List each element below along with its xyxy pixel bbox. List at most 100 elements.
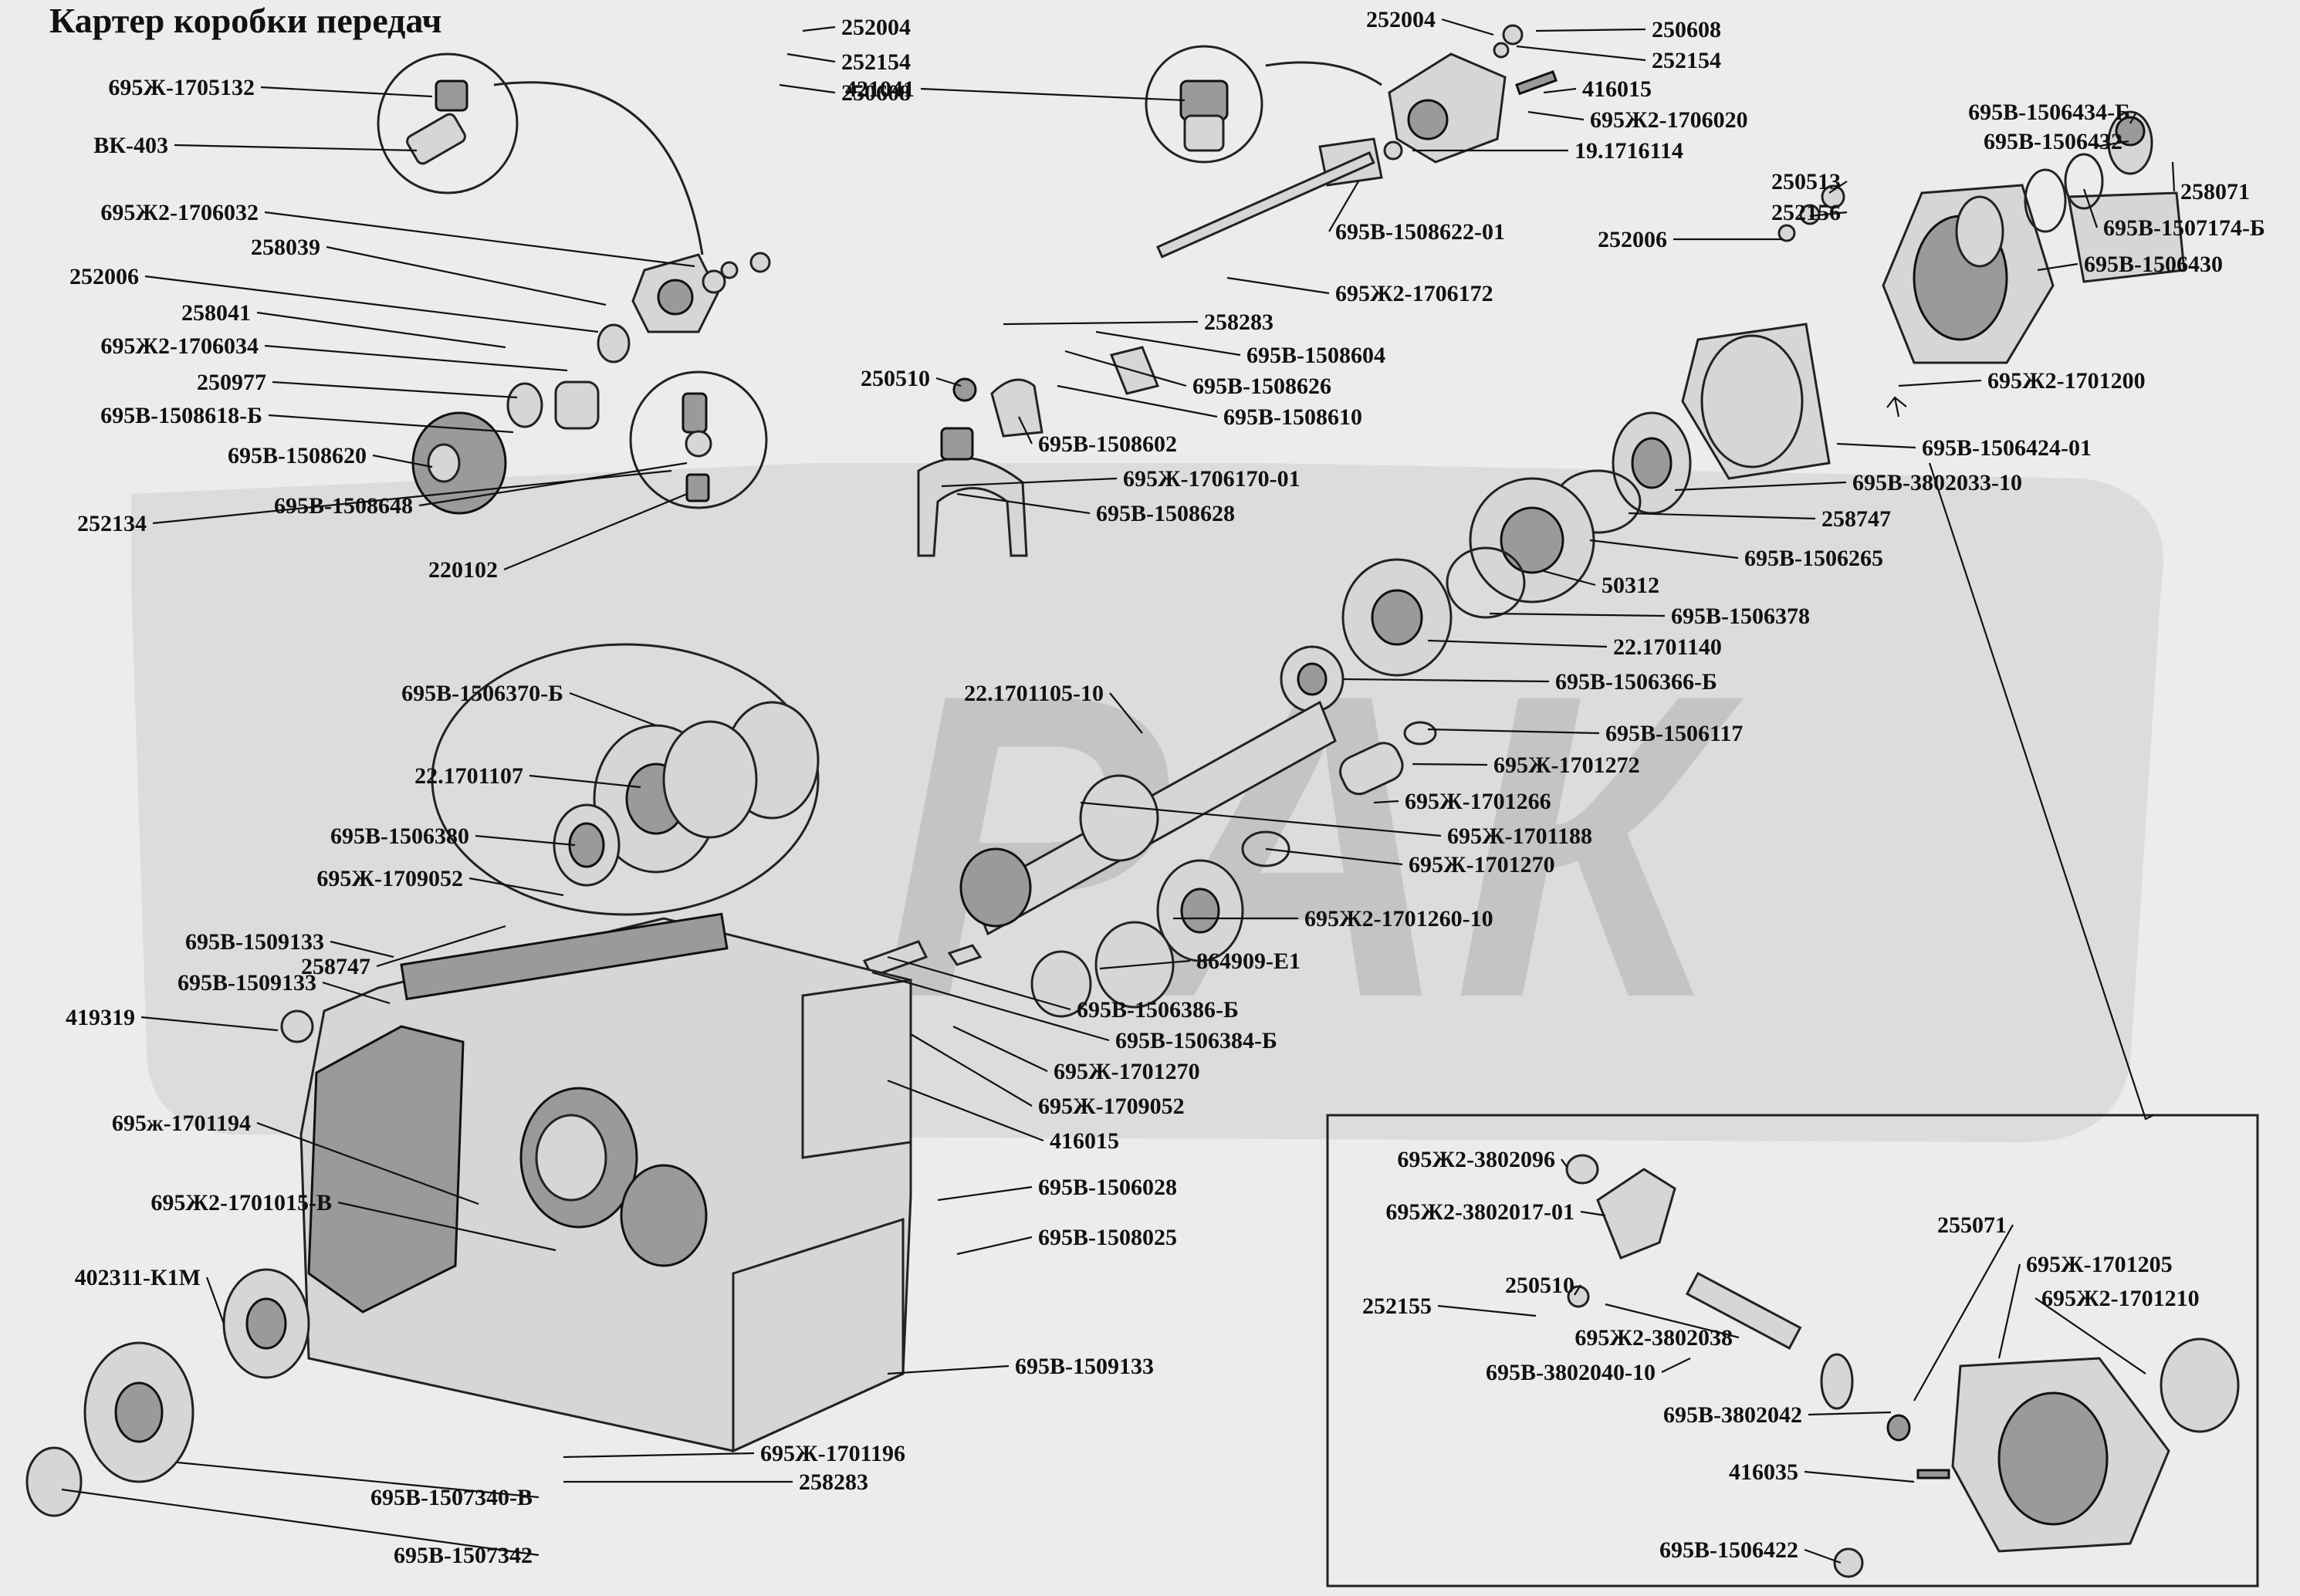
part-label: 258747 [301,954,370,979]
leader-line [1003,320,1199,326]
leader-line [1574,1284,1581,1296]
part-label: 695В-3802042 [1663,1402,1802,1428]
leader-line [1095,330,1241,357]
part-label: 695В-3802040-10 [1486,1360,1656,1385]
leader-line [910,1033,1033,1107]
part-label: 695Ж-1701188 [1447,823,1592,849]
front-gear-group [25,1009,314,1517]
part-label: 252006 [69,264,139,289]
leader-line [1997,1263,2021,1359]
part-label: 252156 [1771,200,1841,225]
leader-line [468,877,564,897]
part-label: 416035 [1729,1459,1798,1485]
leader-line [140,1016,279,1032]
leader-line [1589,539,1739,560]
leader-line [1836,442,1916,449]
part-label: 695В-1509133 [185,929,324,955]
leader-line [1342,678,1550,683]
part-label: 695Ж-1701266 [1405,789,1551,814]
part-label: 416015 [1050,1128,1119,1154]
part-label: 252154 [841,49,911,75]
part-label: 695В-1508025 [1038,1225,1177,1250]
leader-line [956,1236,1033,1256]
shift-fork [917,346,1160,557]
leader-line [786,52,836,63]
part-label: 695Ж-1701270 [1054,1059,1200,1084]
part-label: 695В-1506430 [2084,252,2223,277]
part-label: 695В-1508618-Б [100,403,262,428]
part-label: 416015 [1582,76,1652,102]
part-label: 695В-1509133 [1015,1354,1154,1379]
leader-line [1527,110,1585,121]
part-label: 695В-1507342 [394,1543,533,1568]
part-label: 695В-1506028 [1038,1175,1177,1200]
output-shaft-parts [862,411,1692,1018]
leader-line [256,1121,479,1205]
part-label: 695В-1506370-Б [401,681,563,706]
page-title: Картер коробки передач [49,1,442,40]
part-label: 258039 [251,235,320,260]
part-label: 695Ж2-3802038 [1574,1325,1733,1351]
leader-line [1808,1411,1892,1416]
part-label: 695В-1508602 [1038,431,1177,457]
part-label: 695В-3802033-10 [1852,470,2022,495]
part-label: 695В-1509133 [178,970,316,996]
part-label: 695В-1506265 [1744,546,1883,571]
part-label: 695В-1508626 [1192,374,1331,399]
leader-line [871,971,1110,1042]
leader-line [529,774,641,789]
part-label: ВК-403 [93,133,168,158]
part-label: 22.1701107 [414,763,523,789]
part-label: 695Ж-1701196 [760,1441,905,1466]
inset-connector-line [1928,462,2154,1121]
part-label: 19.1716114 [1574,138,1683,164]
part-label: 250510 [1505,1273,1574,1298]
part-labels: 695Ж-1705132ВК-403695Ж2-1706032258039252… [61,7,2265,1568]
part-label: 250608 [841,80,911,106]
part-label: 695Ж-1701270 [1409,852,1555,877]
part-label: 695В-1506117 [1605,721,1743,746]
leader-line [264,344,568,372]
breather-assembly [411,252,771,515]
part-label: 250510 [861,366,930,391]
leader-line [1441,18,1494,36]
part-label: 695Ж2-1701260-10 [1304,906,1493,932]
leader-line [1018,416,1033,445]
leader-line [144,275,599,333]
leader-line [1099,959,1191,970]
leader-line [1226,276,1330,295]
leader-line [1057,384,1218,418]
leader-line [935,377,962,387]
leader-line [1109,692,1143,734]
part-label: 695В-1508610 [1223,404,1362,430]
part-label: 695Ж2-1706034 [100,333,259,359]
part-label: 695В-1506380 [330,823,469,849]
leader-line [61,1488,539,1557]
leader-line [956,492,1091,515]
part-label: 258041 [181,300,251,326]
part-label: 695Ж2-1706172 [1335,281,1493,306]
leader-line [256,311,506,349]
part-label: 258283 [1204,309,1273,335]
leader-line [887,1364,1010,1375]
part-label: 695Ж2-3802017-01 [1385,1199,1574,1225]
part-label: 695Ж2-3802096 [1397,1147,1555,1172]
part-label: 50312 [1602,573,1659,598]
top-housing [1156,24,1558,259]
part-label: 695В-1506386-Б [1077,997,1239,1023]
leader-line [1804,1548,1842,1564]
leader-line [503,492,688,571]
leader-line [1543,570,1596,587]
leader-line [1328,181,1359,232]
leader-line [1373,800,1399,804]
part-label: 421041 [845,76,915,102]
leader-line [1628,512,1816,520]
leader-line [920,87,1186,102]
part-label: 419319 [66,1005,135,1030]
part-label: 695Ж2-1706032 [100,200,259,225]
part-label: 695В-1508648 [274,493,413,519]
part-label: 695В-1508622-01 [1335,219,1505,245]
leader-line [1561,1158,1568,1168]
part-label: 695В-1506424-01 [1922,435,2092,461]
